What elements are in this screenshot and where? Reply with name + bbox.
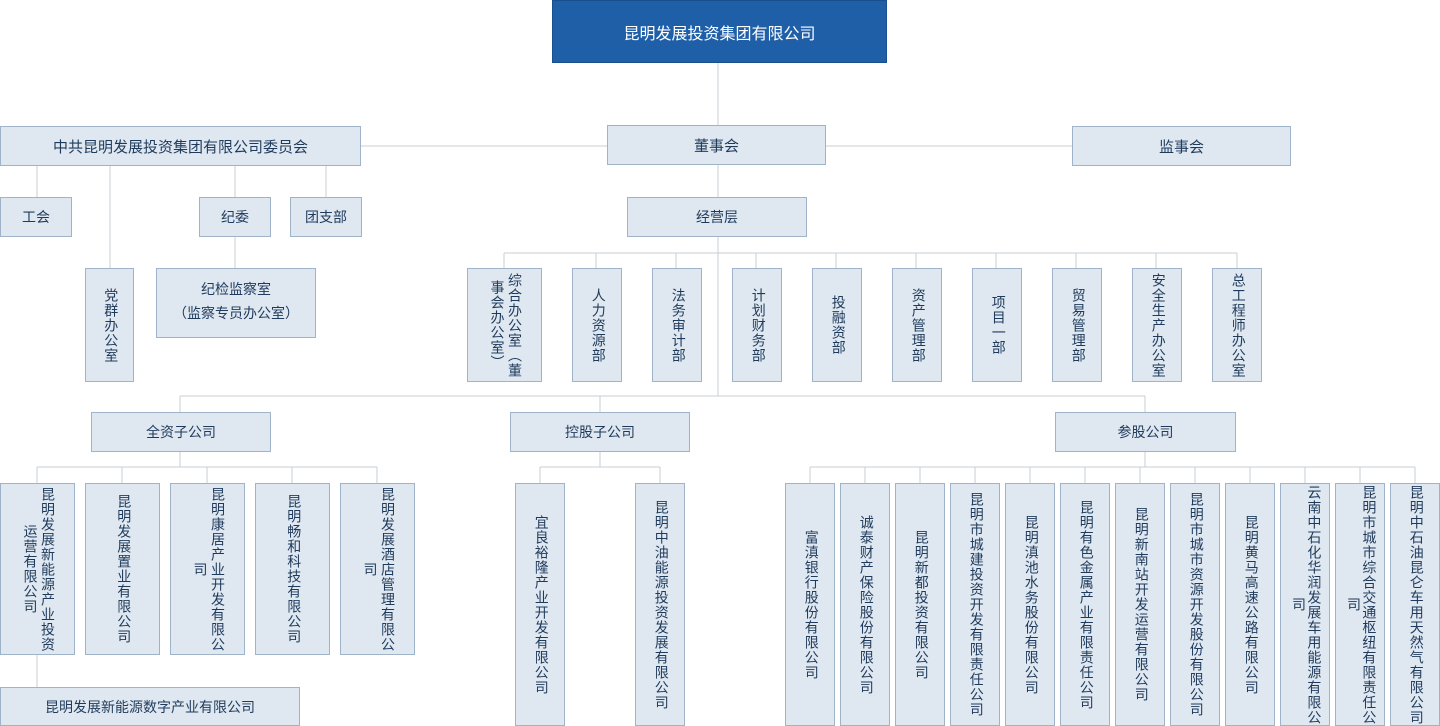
node-department: 综合办公室（董事会办公室） — [467, 268, 542, 382]
node-company: 诚泰财产保险股份有限公司 — [840, 483, 890, 726]
node-company: 昆明发展新能源产业投资运营有限公司 — [0, 483, 75, 655]
node-company: 昆明发展酒店管理有限公司 — [340, 483, 415, 655]
node-department: 资产管理部 — [892, 268, 942, 382]
node-department: 总工程师办公室 — [1212, 268, 1262, 382]
node-company: 昆明市城市综合交通枢纽有限责任公司 — [1335, 483, 1385, 726]
node-controlled: 控股子公司 — [510, 412, 690, 452]
node-department: 贸易管理部 — [1052, 268, 1102, 382]
node-wholly-owned: 全资子公司 — [91, 412, 271, 452]
node-root: 昆明发展投资集团有限公司 — [552, 0, 887, 63]
node-shareholding: 参股公司 — [1055, 412, 1236, 452]
node-supervisors: 监事会 — [1072, 126, 1291, 166]
node-company: 昆明畅和科技有限公司 — [255, 483, 330, 655]
node-company: 昆明滇池水务股份有限公司 — [1005, 483, 1055, 726]
node-company: 昆明新南站开发运营有限公司 — [1115, 483, 1165, 726]
node-department: 计划财务部 — [732, 268, 782, 382]
node-party-committee: 中共昆明发展投资集团有限公司委员会 — [0, 126, 361, 166]
node-management: 经营层 — [627, 197, 807, 237]
node-youth-league: 团支部 — [290, 197, 362, 237]
node-company: 昆明市城市资源开发股份有限公司 — [1170, 483, 1220, 726]
node-department: 人力资源部 — [572, 268, 622, 382]
node-company: 昆明发展置业有限公司 — [85, 483, 160, 655]
node-board: 董事会 — [607, 125, 826, 165]
node-department: 法务审计部 — [652, 268, 702, 382]
node-department: 项目一部 — [972, 268, 1022, 382]
node-union: 工会 — [0, 197, 72, 237]
node-new-energy-digital: 昆明发展新能源数字产业有限公司 — [0, 687, 300, 726]
node-company: 昆明有色金属产业有限责任公司 — [1060, 483, 1110, 726]
node-department: 投融资部 — [812, 268, 862, 382]
node-company: 富滇银行股份有限公司 — [785, 483, 835, 726]
node-inspection-office: 纪检监察室（监察专员办公室） — [156, 268, 316, 338]
node-discipline: 纪委 — [199, 197, 271, 237]
node-company: 昆明新都投资有限公司 — [895, 483, 945, 726]
node-company: 昆明中石油昆仑车用天然气有限公司 — [1390, 483, 1440, 726]
node-company: 昆明市城建投资开发有限责任公司 — [950, 483, 1000, 726]
node-company: 昆明康居产业开发有限公司 — [170, 483, 245, 655]
node-company: 昆明黄马高速公路有限公司 — [1225, 483, 1275, 726]
node-company: 昆明中油能源投资发展有限公司 — [635, 483, 685, 726]
node-company: 云南中石化华润发展车用能源有限公司 — [1280, 483, 1330, 726]
node-company: 宜良裕隆产业开发有限公司 — [515, 483, 565, 726]
node-party-office: 党群办公室 — [85, 268, 134, 382]
node-department: 安全生产办公室 — [1132, 268, 1182, 382]
